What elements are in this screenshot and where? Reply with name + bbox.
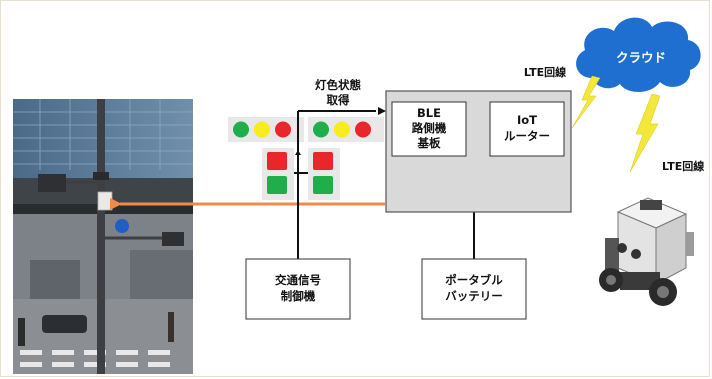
light-status-label-1: 灯色状態 (315, 78, 361, 92)
lightning-right-icon (629, 93, 661, 173)
iot-router-box (489, 101, 565, 157)
ble-board-label-3: 基板 (417, 136, 441, 150)
delivery-robot-image (599, 197, 694, 306)
signal-red-lamp (355, 121, 371, 138)
portable-battery-box (421, 258, 527, 320)
ped-red-lamp (267, 152, 287, 170)
ped-green-lamp (313, 176, 333, 194)
signal-controller-label-2: 制御機 (281, 289, 316, 303)
cloud-icon (576, 17, 701, 92)
ble-board-label-2: 路側機 (412, 121, 447, 135)
ped-green-lamp (267, 176, 287, 194)
portable-battery-label-2: バッテリー (445, 289, 503, 303)
portable-battery-label-1: ポータブル (445, 273, 503, 287)
iot-router-label-1: IoT (517, 113, 537, 127)
lte-right-label: LTE回線 (662, 159, 704, 173)
ble-board-box (391, 101, 467, 157)
iot-router-label-2: ルーター (504, 129, 550, 143)
signal-green-lamp (313, 121, 329, 138)
street-photo (13, 99, 193, 374)
lte-left-label: LTE回線 (524, 65, 566, 79)
signal-controller-box (245, 258, 351, 320)
light-status-label-2: 取得 (327, 93, 350, 107)
lightning-left-icon (571, 75, 601, 129)
signal-yellow-lamp (254, 121, 270, 138)
traffic-light-indicator (228, 117, 384, 200)
ble-board-label-1: BLE (417, 106, 441, 120)
ped-red-lamp (313, 152, 333, 170)
signal-green-lamp (233, 121, 249, 138)
signal-red-lamp (275, 121, 291, 138)
signal-controller-label-1: 交通信号 (275, 273, 321, 287)
signal-yellow-lamp (334, 121, 350, 138)
cloud-label: クラウド (616, 50, 666, 65)
